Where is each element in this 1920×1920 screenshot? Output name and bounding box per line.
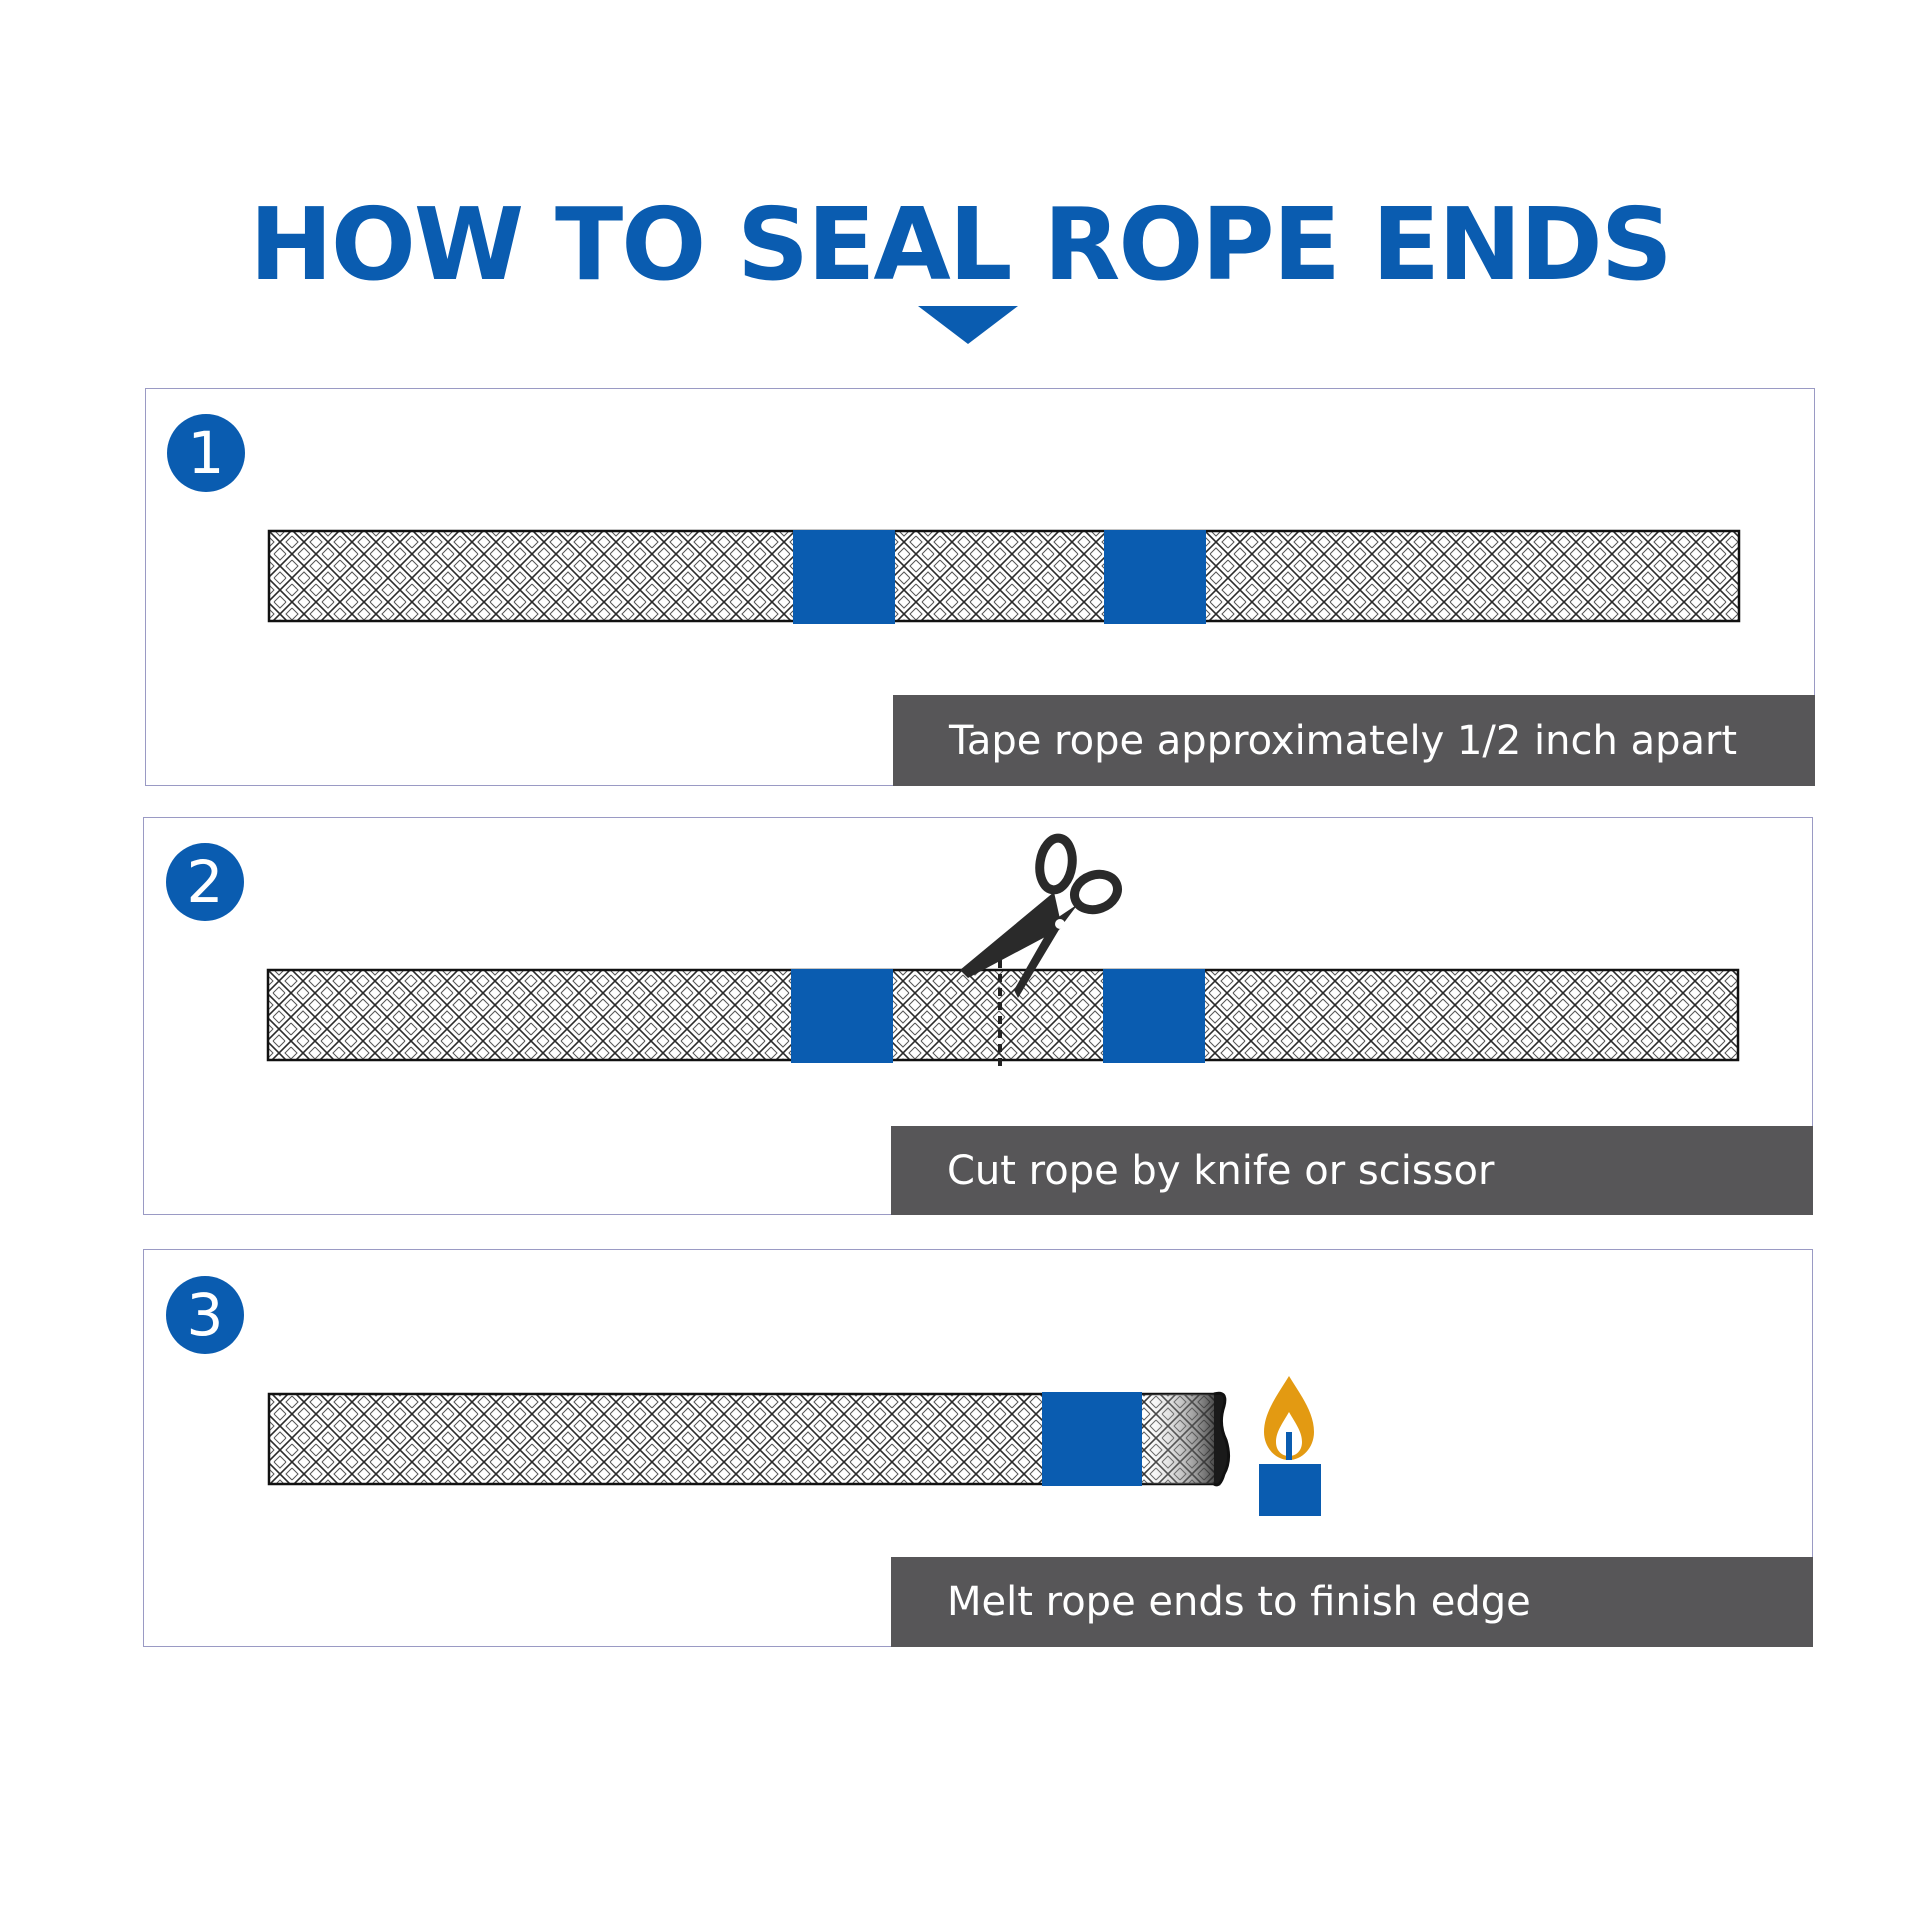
tape-right xyxy=(1104,530,1206,624)
tape-right xyxy=(1103,969,1205,1063)
step-1-caption: Tape rope approximately 1/2 inch apart xyxy=(893,695,1815,786)
step-2-caption: Cut rope by knife or scissor xyxy=(891,1126,1813,1215)
step-2-number-badge: 2 xyxy=(166,843,244,921)
step-3-caption: Melt rope ends to finish edge xyxy=(891,1557,1813,1647)
scissors-icon xyxy=(960,833,1122,998)
rope xyxy=(266,968,1740,1062)
down-arrow-icon xyxy=(918,306,1018,344)
step-3-number-badge: 3 xyxy=(166,1276,244,1354)
tape-left xyxy=(793,530,895,624)
cut-line xyxy=(998,960,1002,1072)
candle-flame-icon xyxy=(1259,1376,1321,1516)
step-1-number-badge: 1 xyxy=(167,414,245,492)
page-title: HOW TO SEAL ROPE ENDS xyxy=(249,186,1673,303)
tape-left xyxy=(791,969,893,1063)
tape-right xyxy=(1042,1392,1142,1486)
rope xyxy=(267,529,1741,623)
